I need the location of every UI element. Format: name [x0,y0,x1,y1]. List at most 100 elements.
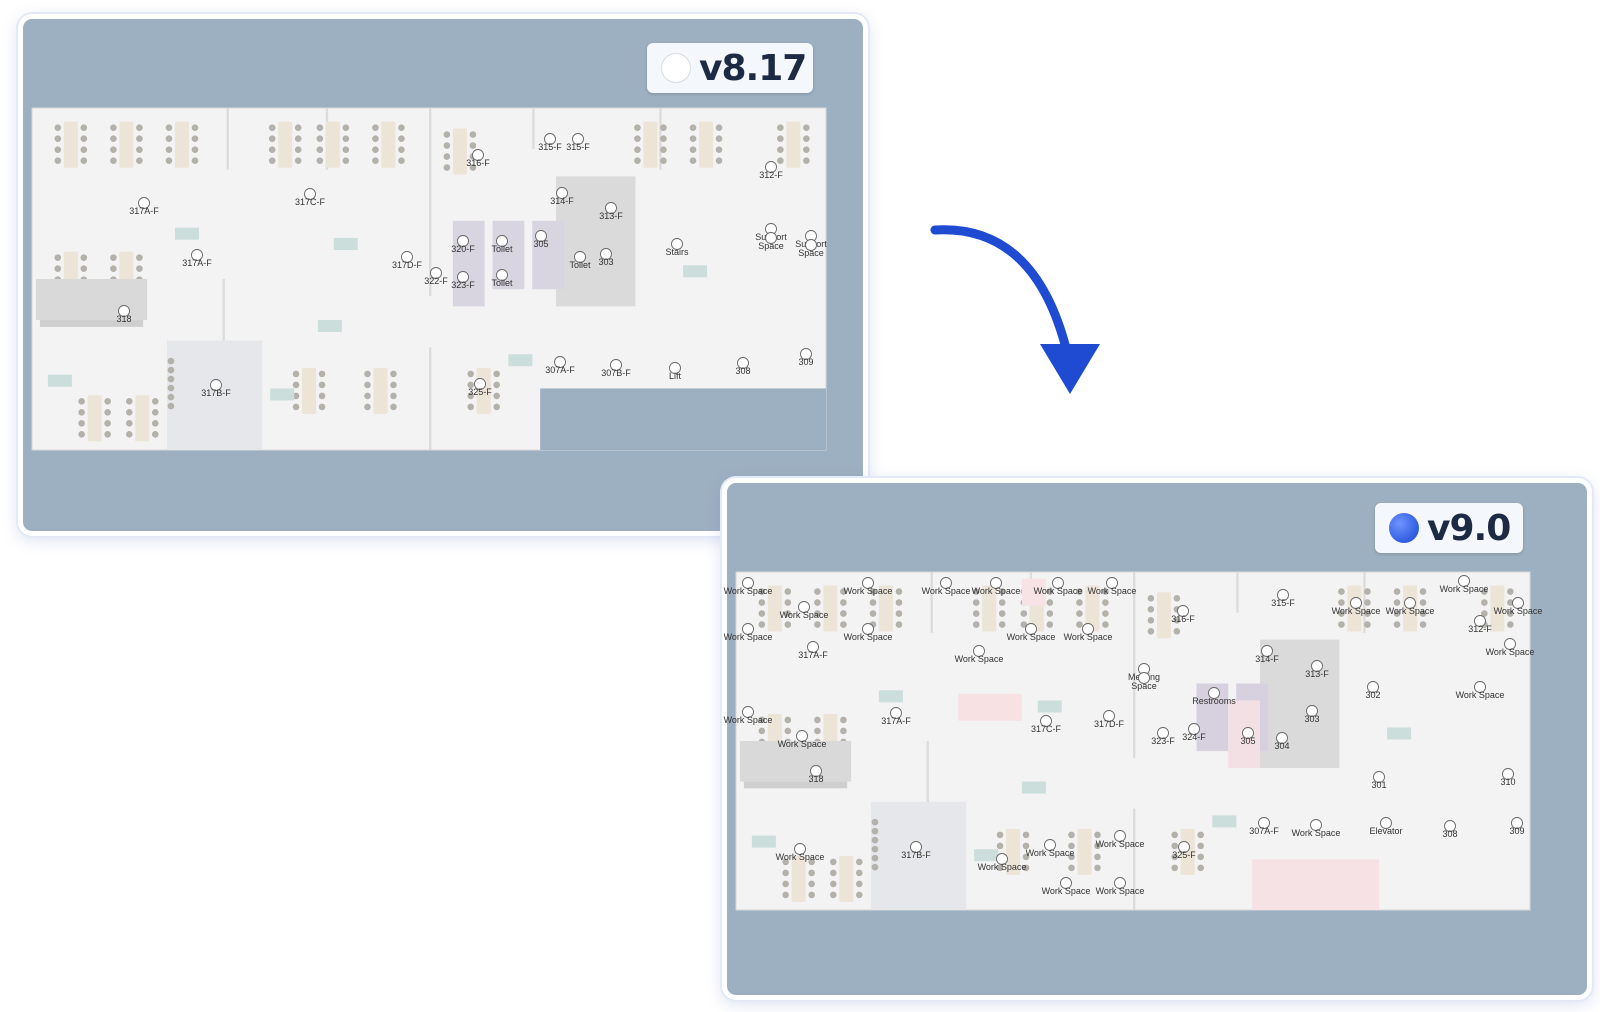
map-pin[interactable]: 317D-F [392,251,423,271]
map-pin[interactable]: Toilet [569,251,591,271]
map-pin[interactable]: Work Space [1440,575,1489,595]
map-pin[interactable]: Work Space [724,706,773,726]
map-pin[interactable]: Work Space [724,623,773,643]
map-pin[interactable]: Work Space [1088,577,1137,597]
map-pin[interactable]: 316-F [466,149,490,169]
map-pin[interactable]: 325-F [1172,841,1196,861]
map-pin[interactable]: Work Space [922,577,971,597]
map-pin[interactable]: 307A-F [1249,817,1279,837]
chair-dot [758,610,766,617]
chair-dot [1147,594,1155,602]
map-pin[interactable]: Work Space [1456,681,1505,701]
map-pin[interactable]: 316-F [1171,605,1195,625]
location-pin-icon [1114,830,1126,842]
map-pin[interactable]: Work Space [955,645,1004,665]
map-pin[interactable]: Work Space [978,853,1027,873]
wall-line [1236,572,1239,613]
stair-block [739,741,852,782]
map-pin[interactable]: 313-F [1305,660,1329,680]
map-pin[interactable]: 301 [1371,771,1387,791]
map-pin[interactable]: Work Space [776,843,825,863]
map-pin[interactable]: Toilet [491,269,513,289]
map-pin[interactable]: Toilet [491,235,513,255]
version-badge-v817: v8.17 [647,43,813,93]
map-pin[interactable]: Work Space [1096,830,1145,850]
map-pin[interactable]: 323-F [451,271,475,291]
map-pin[interactable]: 317B-F [901,841,931,861]
map-pin[interactable]: 317A-F [881,707,911,727]
map-pin[interactable]: Work Space [1386,597,1435,617]
map-pin[interactable]: 308 [735,357,751,377]
map-pin[interactable]: 305 [533,230,549,250]
map-pin[interactable]: 309 [798,348,814,368]
map-pin[interactable]: 318 [808,765,824,785]
map-pin[interactable]: Work Space [844,623,893,643]
location-pin-icon [862,577,874,589]
map-pin[interactable]: 315-F [1271,589,1295,609]
map-pin[interactable]: Work Space [1096,877,1145,897]
map-pin[interactable]: 317D-F [1094,710,1125,730]
map-pin[interactable]: 318 [116,305,132,325]
map-pin[interactable]: 317A-F [129,197,159,217]
map-pin[interactable]: Work Space [1332,597,1381,617]
map-pin[interactable]: Work Space [1486,638,1535,658]
map-pin[interactable]: Work Space [1292,819,1341,839]
map-pin[interactable]: 320-F [451,235,475,255]
map-pin[interactable]: 317C-F [1031,715,1062,735]
map-pin[interactable]: 324-F [1182,723,1206,743]
map-pin[interactable]: 303 [598,248,614,268]
map-pin[interactable]: Work Space [1064,623,1113,643]
map-pin[interactable]: 315-F [566,133,590,153]
map-pin[interactable]: Stairs [665,238,689,258]
chair-dot [1173,594,1181,602]
map-pin[interactable]: Space [798,239,824,259]
map-pin[interactable]: 309 [1509,817,1525,837]
map-pin[interactable]: Space [758,232,784,252]
map-pin[interactable]: 304 [1274,732,1290,752]
map-pin[interactable]: Work Space [1026,839,1075,859]
location-pin-icon [671,238,683,250]
map-pin[interactable]: 323-F [1151,727,1175,747]
meeting-room [870,801,967,910]
map-pin[interactable]: Space [1131,672,1157,692]
chair-dot [996,864,1004,872]
map-pin[interactable]: 315-F [538,133,562,153]
map-pin[interactable]: 317C-F [295,188,326,208]
map-pin[interactable]: 317A-F [182,249,212,269]
map-pin[interactable]: 313-F [599,202,623,222]
map-pin[interactable]: Elevator [1369,817,1403,837]
map-pin[interactable]: Restrooms [1192,687,1236,707]
map-pin[interactable]: Work Space [1007,623,1056,643]
map-pin[interactable]: 317B-F [201,379,231,399]
map-pin[interactable]: 307A-F [545,356,575,376]
map-pin[interactable]: 305 [1240,727,1256,747]
map-pin[interactable]: 310 [1500,768,1516,788]
map-pin[interactable]: 325-F [468,378,492,398]
chair-dot [318,403,326,411]
map-pin[interactable]: 314-F [1255,645,1279,665]
map-pin[interactable]: 314-F [550,187,574,207]
lounge-furniture [333,237,358,250]
map-pin[interactable]: Work Space [780,601,829,621]
map-pin[interactable]: 322-F [424,267,448,287]
map-pin[interactable]: 312-F [1468,615,1492,635]
map-pin[interactable]: 317A-F [798,641,828,661]
chair-dot [1171,842,1178,850]
map-pin[interactable]: 303 [1304,705,1320,725]
map-pin[interactable]: 302 [1365,681,1381,701]
location-pin-icon [572,133,584,145]
map-pin[interactable]: Work Space [724,577,773,597]
map-pin[interactable]: Work Space [1042,877,1091,897]
map-pin[interactable]: 308 [1442,820,1458,840]
map-pin[interactable]: Work Space [844,577,893,597]
chair-dot [758,716,766,724]
map-pin[interactable]: Work Space [1034,577,1083,597]
chair-dot [292,403,300,411]
map-pin[interactable]: 307B-F [601,359,631,379]
map-pin[interactable]: Lift [669,362,682,382]
map-pin[interactable]: Work Space [778,730,827,750]
chair-dot [125,419,133,427]
map-pin[interactable]: 312-F [759,161,783,181]
map-pin[interactable]: Work Space [972,577,1021,597]
map-pin[interactable]: Work Space [1494,597,1543,617]
